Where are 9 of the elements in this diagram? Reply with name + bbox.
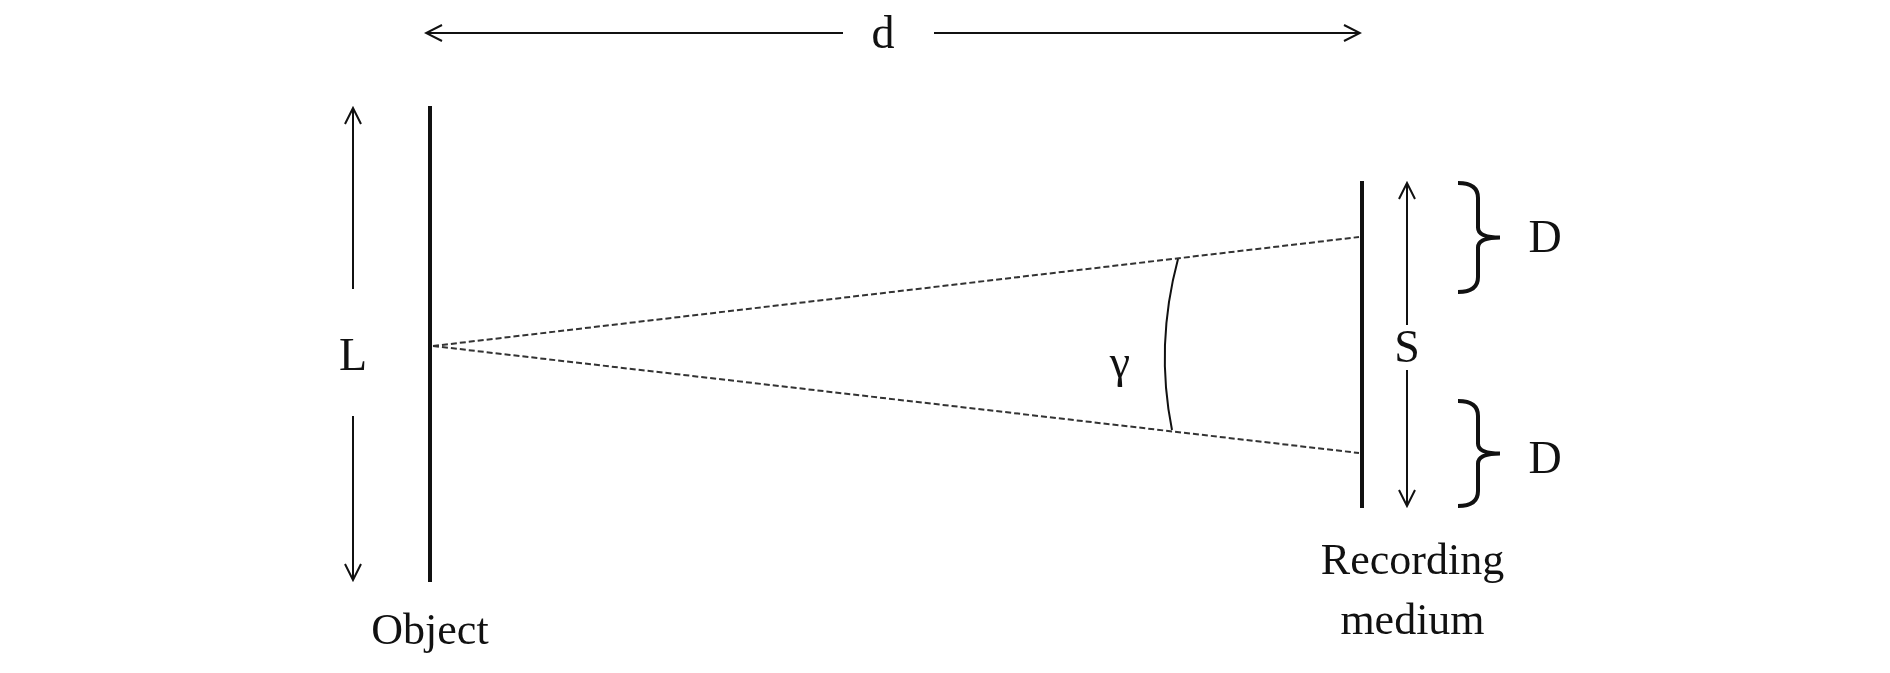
recording-medium-label: Recording medium <box>1319 534 1506 646</box>
dimension-label: S <box>1394 322 1420 372</box>
dimension-label: D <box>1528 212 1562 262</box>
light-ray <box>432 345 1360 454</box>
object-label: Object <box>370 604 490 656</box>
dimension-label: D <box>1528 433 1562 483</box>
dimension-label: L <box>338 330 368 380</box>
dimension-label: d <box>871 8 895 58</box>
angle-label: γ <box>1109 337 1131 387</box>
